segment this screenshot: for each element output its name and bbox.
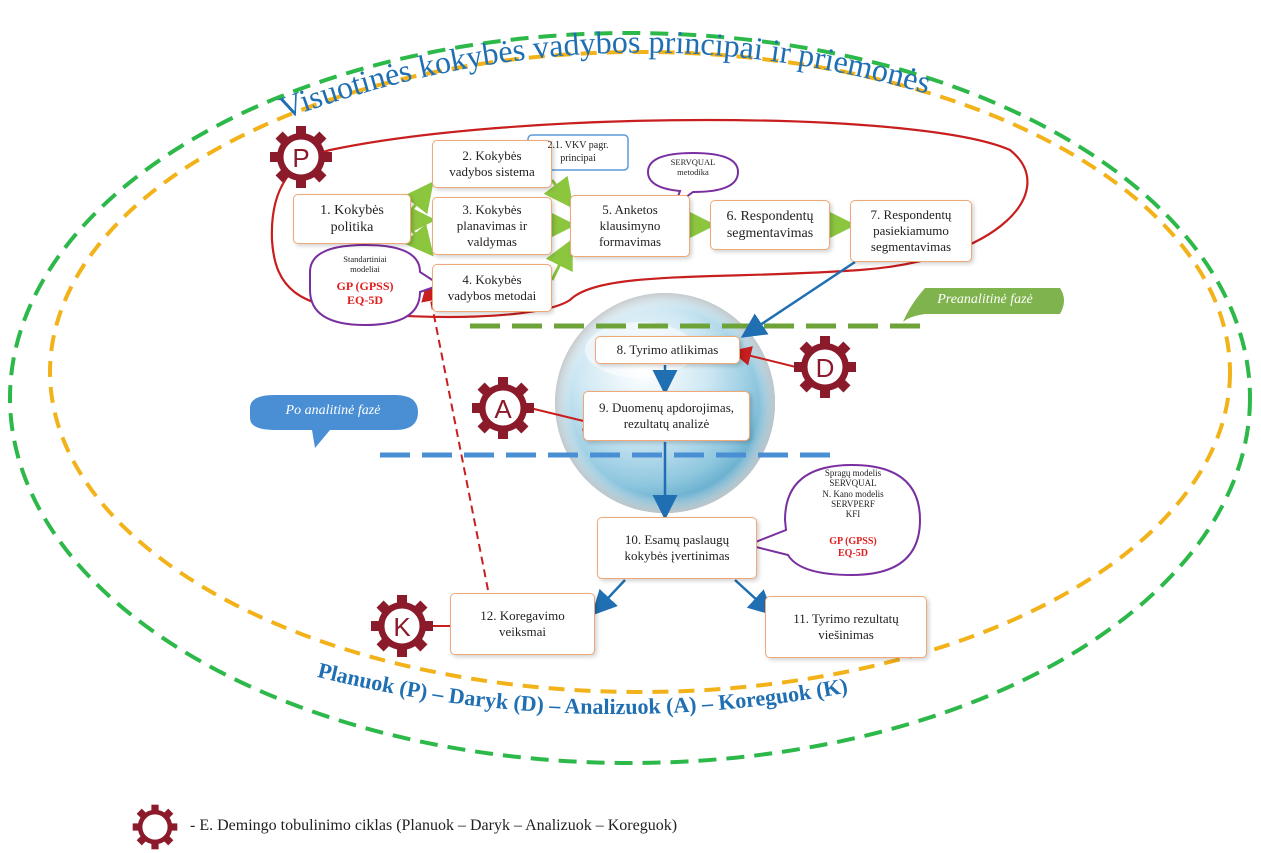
box-9: 9. Duomenų apdorojimas, rezultatų analiz… <box>583 391 750 441</box>
box-2: 2. Kokybės vadybos sistema <box>432 140 552 188</box>
post-phase-label-shape <box>250 395 418 448</box>
box-1: 1. Kokybės politika <box>293 194 411 244</box>
box-3: 3. Kokybės planavimas ir valdymas <box>432 197 552 255</box>
legend-gear-icon <box>132 804 178 850</box>
pre-phase-label-shape <box>903 288 1064 322</box>
box-7: 7. Respondentų pasiekiamumo segmentavima… <box>850 200 972 262</box>
title-text: Visuotinės kokybės vadybos principai ir … <box>274 23 935 126</box>
gear-a-label: A <box>494 394 512 424</box>
models-list: Spragų modelis SERVQUAL N. Kano modelis … <box>822 468 884 520</box>
servqual-bubble <box>646 151 740 208</box>
pre-phase-label: Preanalitinė fazė <box>937 292 1033 307</box>
inner-ellipse <box>48 50 1232 694</box>
gear-k-label: K <box>393 612 411 642</box>
planning-loop <box>270 118 1029 319</box>
box-8: 8. Tyrimo atlikimas <box>595 336 740 364</box>
outer-ellipse <box>8 31 1252 765</box>
models-red: GP (GPSS) EQ-5D <box>829 536 877 559</box>
post-phase-label: Po analitinė fazė <box>285 403 381 418</box>
std-models-bubble <box>309 243 443 327</box>
box-2-1: 2.1. VKV pagr. principai <box>547 140 609 164</box>
gear-p-label: P <box>292 143 309 173</box>
models-bubble <box>744 463 922 577</box>
box-4: 4. Kokybės vadybos metodai <box>432 264 552 312</box>
box-12: 12. Koregavimo veiksmai <box>450 593 595 655</box>
box-6: 6. Respondentų segmentavimas <box>710 200 830 250</box>
box-11: 11. Tyrimo rezultatų viešinimas <box>765 596 927 658</box>
cycle-arc-text: Planuok (P) – Daryk (D) – Analizuok (A) … <box>315 657 849 719</box>
legend-text: - E. Demingo tobulinimo ciklas (Planuok … <box>190 817 678 834</box>
box-10: 10. Esamų paslaugų kokybės įvertinimas <box>597 517 757 579</box>
std-models-red: GP (GPSS) EQ-5D <box>336 279 394 307</box>
std-models-title: Standartiniai modeliai <box>343 254 387 274</box>
servqual-callout: SERVQUAL metodika <box>670 157 716 177</box>
gear-d-label: D <box>816 353 835 383</box>
box-5: 5. Anketos klausimyno formavimas <box>570 195 690 257</box>
